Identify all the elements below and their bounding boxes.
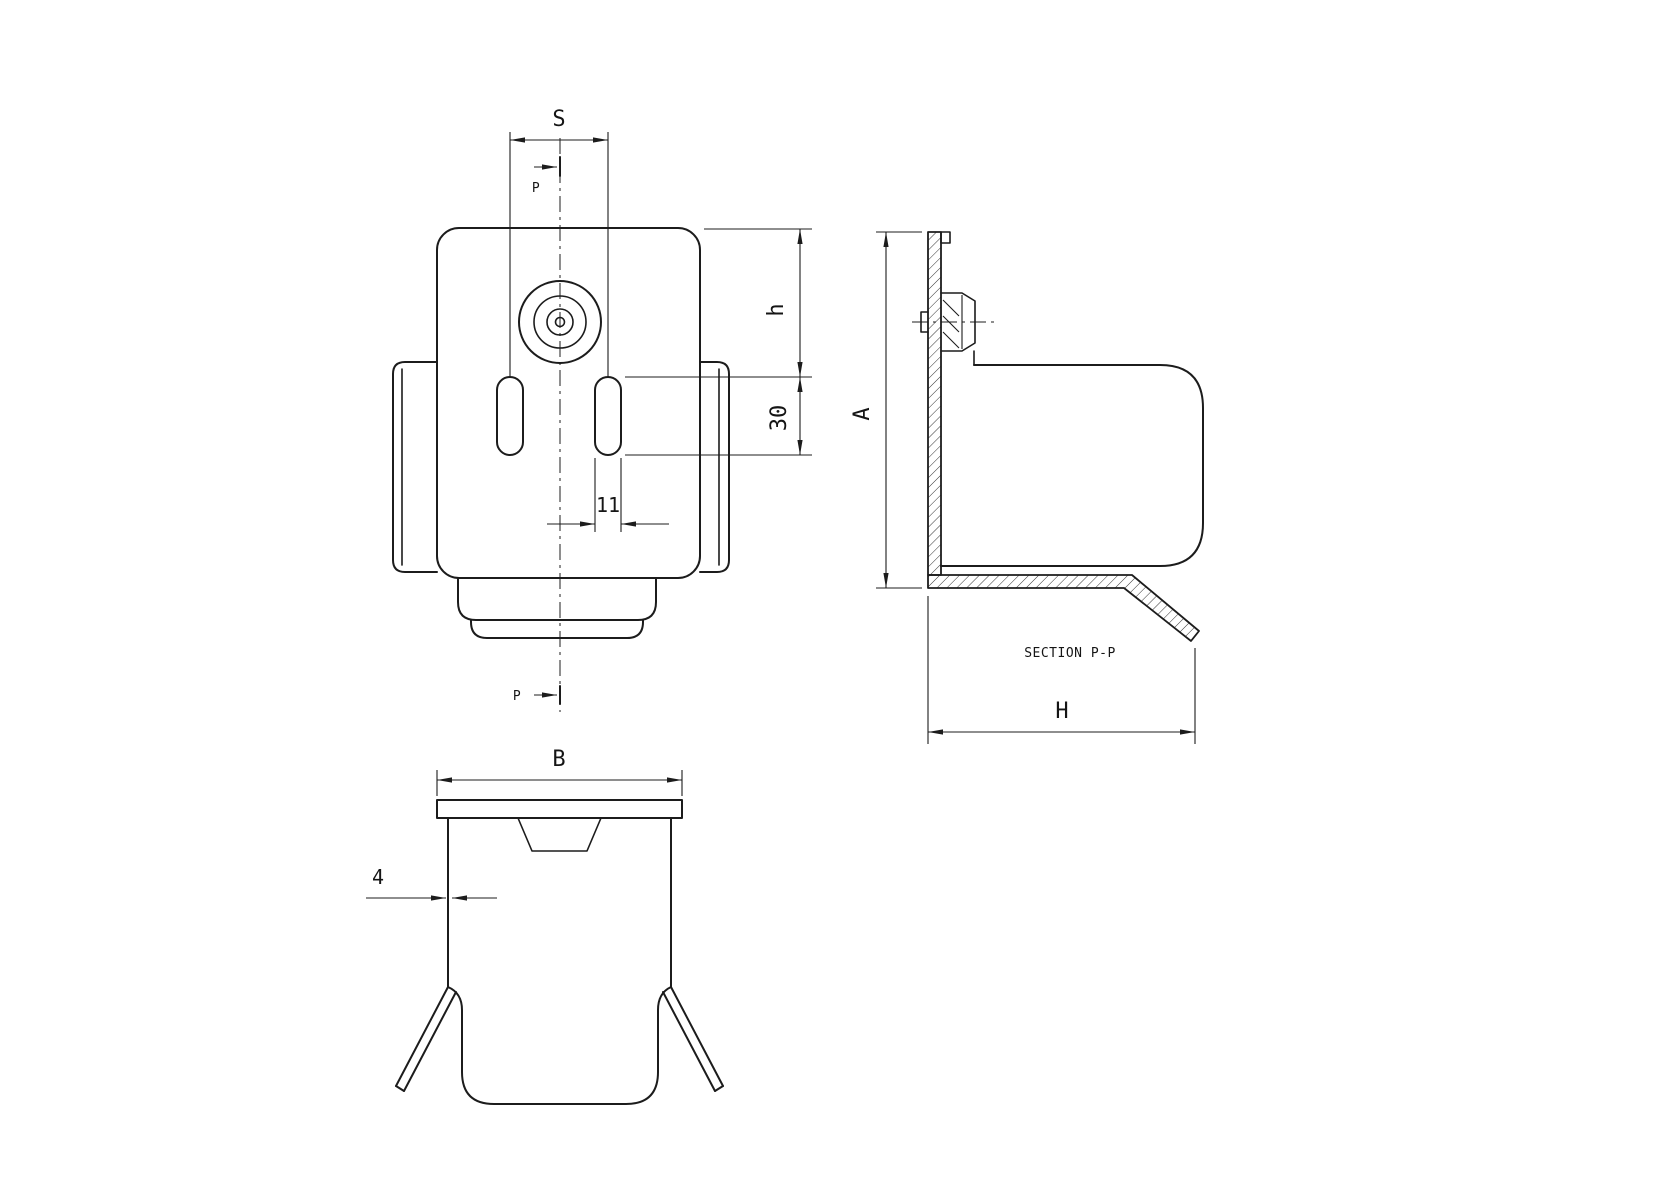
dim-label-b: B xyxy=(552,747,565,772)
section-bottom-flange xyxy=(927,574,1200,642)
section-view: A SECTION P-P H xyxy=(850,231,1204,744)
nut-hatch-1 xyxy=(942,299,960,317)
section-title: SECTION P-P xyxy=(1024,646,1116,661)
dim-label-a: A xyxy=(850,407,875,420)
screw-boss-outer-circle xyxy=(518,280,602,364)
left-leg-outer xyxy=(395,986,449,1087)
front-body-outline xyxy=(436,227,701,579)
right-leg-end-cap xyxy=(714,1085,724,1092)
front-view: S P P h 30 11 xyxy=(392,107,812,712)
section-marker-p-top: P xyxy=(532,181,540,196)
dim-label-11: 11 xyxy=(596,493,620,517)
left-leg-end-cap xyxy=(395,1085,405,1092)
screw-hole-circle xyxy=(546,308,574,336)
screw-center-circle xyxy=(554,316,566,328)
left-leg-inner xyxy=(403,991,457,1092)
bottom-cup-outline xyxy=(447,986,672,1105)
section-marker-p-bottom: P xyxy=(513,689,521,704)
panel-top-return xyxy=(940,231,951,244)
dim-label-hdepth: H xyxy=(1055,699,1068,724)
slot-right xyxy=(594,376,622,456)
dim-label-s: S xyxy=(552,107,565,132)
slot-left xyxy=(496,376,524,456)
dim-label-4: 4 xyxy=(372,865,384,889)
screw-head-profile xyxy=(920,311,929,333)
front-right-tab xyxy=(699,361,730,573)
section-body-profile xyxy=(940,364,1204,567)
right-leg-outer xyxy=(670,986,724,1087)
dim-label-h: h xyxy=(764,303,789,316)
bottom-view: B 4 xyxy=(366,747,724,1105)
panel-wall-section xyxy=(927,231,942,576)
bottom-top-plate xyxy=(436,799,683,819)
front-bottom-lip xyxy=(470,619,644,639)
right-leg-inner xyxy=(662,991,716,1092)
nut-hatch-2 xyxy=(942,315,960,333)
captive-nut-profile xyxy=(940,292,976,352)
nut-hatch-3 xyxy=(942,331,960,349)
screw-washer-circle xyxy=(533,295,587,349)
front-left-tab xyxy=(392,361,438,573)
front-bottom-tab xyxy=(457,577,657,621)
bottom-notch xyxy=(517,817,602,852)
dim-label-30: 30 xyxy=(767,405,792,432)
